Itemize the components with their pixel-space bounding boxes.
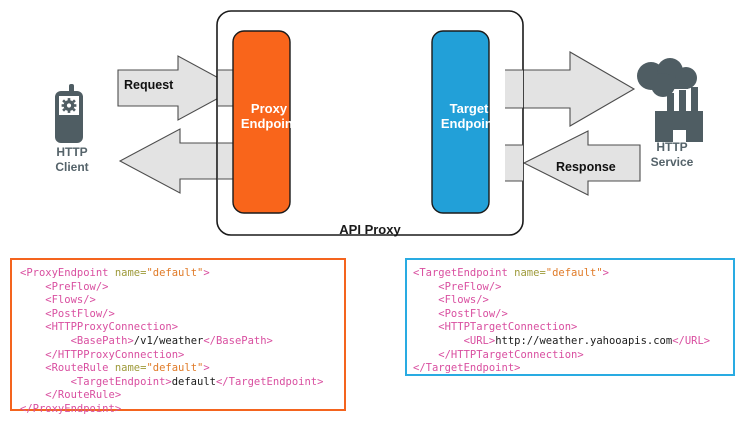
proxy-endpoint-label: Proxy Endpoint: [224, 101, 314, 131]
proxy-endpoint-code-block[interactable]: <ProxyEndpoint name="default"> <PreFlow/…: [10, 258, 346, 415]
service-arrow-overlap: [505, 70, 523, 108]
code-line: <PostFlow/>: [413, 307, 508, 320]
code-line: </TargetEndpoint>: [413, 362, 521, 375]
code-line: <TargetEndpoint>default</TargetEndpoint>: [20, 375, 324, 388]
api-proxy-container-label: API Proxy: [339, 222, 401, 237]
proxy-endpoint-line2: Endpoint: [240, 116, 298, 131]
http-service-label: HTTP Service: [632, 140, 712, 170]
code-line: <PostFlow/>: [20, 307, 115, 320]
code-line: <HTTPProxyConnection>: [20, 321, 179, 334]
request-arrow: [117, 55, 239, 121]
target-endpoint-box[interactable]: [431, 30, 490, 214]
request-arrow-overlap: [218, 70, 237, 106]
target-endpoint-line1: Target: [449, 101, 489, 116]
response-arrow-label: Response: [556, 160, 616, 174]
code-line: <PreFlow/>: [413, 280, 502, 293]
code-line: </HTTPTargetConnection>: [413, 348, 584, 361]
target-endpoint-code-block[interactable]: <TargetEndpoint name="default"> <PreFlow…: [405, 258, 735, 376]
service-response-overlap: [505, 145, 523, 181]
http-client-line2: Client: [55, 160, 89, 174]
code-line: <Flows/>: [413, 294, 489, 307]
code-line: <Flows/>: [20, 294, 96, 307]
target-to-service-arrow: [517, 51, 636, 127]
mobile-phone-icon: [55, 84, 83, 143]
proxy-endpoint-line1: Proxy: [250, 101, 288, 116]
service-response-arrow: [522, 130, 641, 196]
code-line: <TargetEndpoint name="default">: [413, 267, 609, 279]
proxy-endpoint-box[interactable]: [232, 30, 291, 214]
code-line: </ProxyEndpoint>: [20, 402, 122, 415]
api-proxy-flow-diagram: [55, 10, 703, 236]
code-line: </HTTPProxyConnection>: [20, 348, 185, 361]
http-service-line2: Service: [650, 155, 694, 169]
code-line: <BasePath>/v1/weather</BasePath>: [20, 334, 273, 347]
code-line: </RouteRule>: [20, 389, 122, 402]
code-line: <HTTPTargetConnection>: [413, 321, 578, 334]
http-client-line1: HTTP: [56, 145, 88, 159]
code-line: <ProxyEndpoint name="default">: [20, 267, 210, 279]
request-arrow-label: Request: [124, 78, 174, 92]
code-line: <RouteRule name="default">: [20, 362, 210, 375]
target-endpoint-label: Target Endpoint: [424, 101, 514, 131]
factory-cloud-icon: [637, 58, 703, 142]
code-line: <URL>http://weather.yahooapis.com</URL>: [413, 334, 711, 347]
http-client-label: HTTP Client: [32, 145, 112, 175]
target-endpoint-line2: Endpoint: [440, 116, 498, 131]
http-service-line1: HTTP: [656, 140, 688, 154]
code-line: <PreFlow/>: [20, 280, 109, 293]
